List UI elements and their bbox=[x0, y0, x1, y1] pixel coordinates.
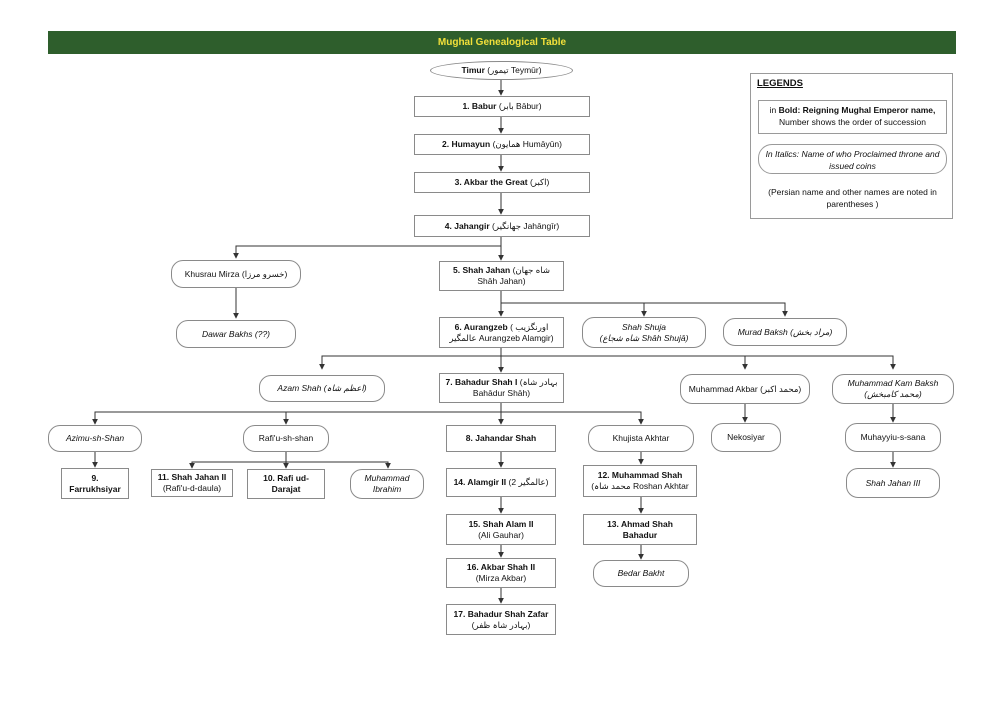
node-azimushan: Azimu-sh-Shan bbox=[48, 425, 142, 452]
node-murad: Murad Baksh (مراد بخش) bbox=[723, 318, 847, 346]
legend-bold-box: in Bold: Reigning Mughal Emperor name, N… bbox=[758, 100, 947, 134]
legend-note: (Persian name and other names are noted … bbox=[768, 187, 937, 209]
edge-shahjahan-murad bbox=[500, 291, 788, 317]
legend-italic-box: In Italics: Name of who Proclaimed thron… bbox=[758, 144, 947, 174]
node-bahadur1: 7. Bahadur Shah I (بہادر شاہ Bahādur Shā… bbox=[439, 373, 564, 403]
edge-jahangir-khusrau bbox=[233, 237, 502, 259]
page-title: Mughal Genealogical Table bbox=[437, 37, 567, 48]
node-akbar: 3. Akbar the Great (اکبر) bbox=[414, 172, 590, 193]
node-timur: Timur (تیمور Teymūr) bbox=[430, 61, 573, 80]
node-khusrau: Khusrau Mirza (خسرو مرزا) bbox=[171, 260, 301, 288]
edge-rafiushan-shahjahan2 bbox=[189, 452, 287, 469]
node-farrukh: 9. Farrukhsiyar bbox=[61, 468, 129, 499]
edge-bahadur1-khujista bbox=[501, 411, 644, 425]
node-aurangzeb: 6. Aurangzeb ( اورنگزیب عالمگیر Aurangze… bbox=[439, 317, 564, 348]
node-dawar: Dawar Bakhs (??) bbox=[176, 320, 296, 348]
node-shahalam2: 15. Shah Alam II (Ali Gauhar) bbox=[446, 514, 556, 545]
node-akbar2: 16. Akbar Shah II (Mirza Akbar) bbox=[446, 558, 556, 588]
node-rafiud: 10. Rafi ud- Darajat bbox=[247, 469, 325, 499]
node-zafar: 17. Bahadur Shah Zafar (بہادر شاہ ظفر) bbox=[446, 604, 556, 635]
node-khujista: Khujista Akhtar bbox=[588, 425, 694, 452]
node-kambaksh: Muhammad Kam Baksh (محمد کامبخش) bbox=[832, 374, 954, 404]
node-shahjahan: 5. Shah Jahan (شاه جهان Shāh Jahan) bbox=[439, 261, 564, 291]
node-muhayyiu: Muhayyiu-s-sana bbox=[845, 423, 941, 452]
node-azam: Azam Shah (اعظم شاہ) bbox=[259, 375, 385, 402]
edge-bahadur1-azimushan bbox=[92, 403, 502, 425]
title-banner: Mughal Genealogical Table bbox=[48, 31, 956, 54]
node-shuja: Shah Shuja (شاه شجاع Shāh Shujā) bbox=[582, 317, 706, 348]
node-alamgir2: 14. Alamgir II (عالمگیر 2) bbox=[446, 468, 556, 497]
legend-panel: LEGENDS in Bold: Reigning Mughal Emperor… bbox=[750, 73, 953, 219]
edge-rafiushan-ibrahim bbox=[286, 461, 391, 469]
node-jahangir: 4. Jahangir (جهانگیر Jahāngīr) bbox=[414, 215, 590, 237]
edge-aurangzeb-azam bbox=[319, 348, 502, 370]
node-ibrahim: Muhammad Ibrahim bbox=[350, 469, 424, 499]
node-makbar: Muhammad Akbar (محمد اکبر) bbox=[680, 374, 810, 404]
node-shahjahan2: 11. Shah Jahan II (Rafi'u-d-daula) bbox=[151, 469, 233, 497]
node-mshah: 12. Muhammad Shah (محمد شاہ Roshan Akhta… bbox=[583, 465, 697, 497]
node-jahandar: 8. Jahandar Shah bbox=[446, 425, 556, 452]
node-rafiushan: Rafi'u-sh-shan bbox=[243, 425, 329, 452]
node-humayun: 2. Humayun (همایون Humāyūn) bbox=[414, 134, 590, 155]
node-nekosiyar: Nekosiyar bbox=[711, 423, 781, 452]
node-bedar: Bedar Bakht bbox=[593, 560, 689, 587]
node-ahmadshah: 13. Ahmad Shah Bahadur bbox=[583, 514, 697, 545]
node-shahjahan3: Shah Jahan III bbox=[846, 468, 940, 498]
legend-title: LEGENDS bbox=[757, 78, 803, 89]
edge-aurangzeb-kambaksh bbox=[501, 355, 896, 370]
node-babur: 1. Babur (بابر Bābur) bbox=[414, 96, 590, 117]
